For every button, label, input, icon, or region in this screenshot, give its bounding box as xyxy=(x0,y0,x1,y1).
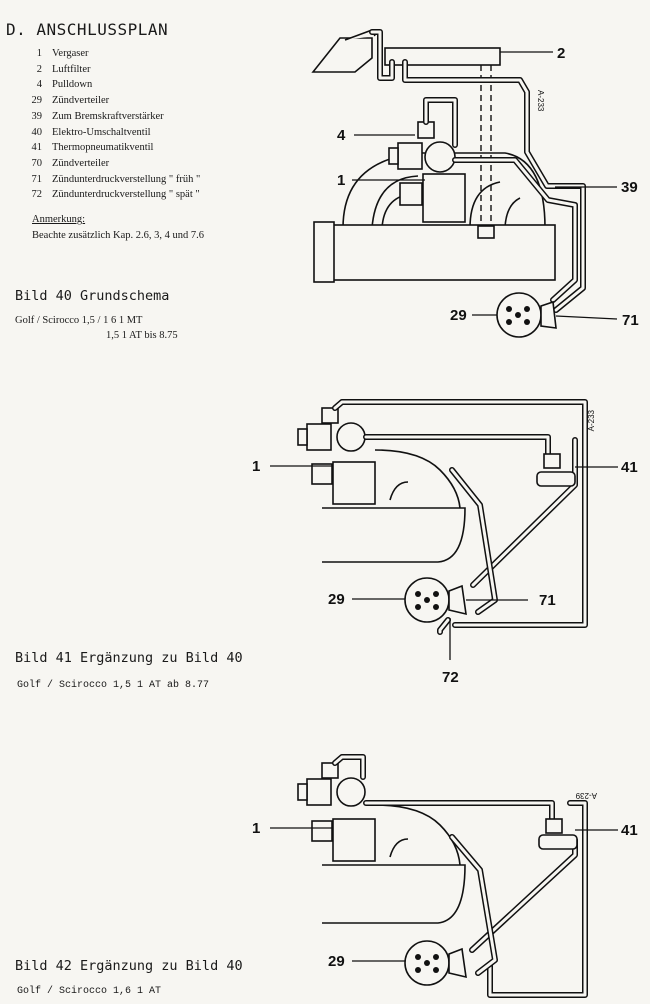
callout-39: 39 xyxy=(621,179,638,196)
legend-row: 70 Zündverteiler xyxy=(14,156,200,172)
legend-num: 71 xyxy=(31,173,43,185)
figure-caption: Bild 40 Grundschema xyxy=(15,288,170,304)
figure-caption: Bild 41 Ergänzung zu Bild 40 xyxy=(15,650,243,666)
legend-row: 41 Thermopneumatikventil xyxy=(14,140,200,156)
callout-1: 1 xyxy=(337,172,345,189)
legend-num: 39 xyxy=(31,110,43,122)
note-text: Beachte zusätzlich Kap. 2.6, 3, 4 und 7.… xyxy=(32,230,205,241)
legend-num: 4 xyxy=(36,79,42,91)
legend-text: Vergaser xyxy=(52,48,89,59)
legend-text: Zum Bremskraftverstärker xyxy=(52,110,164,122)
legend-row: 4 Pulldown xyxy=(14,77,200,93)
callout-71: 71 xyxy=(539,592,556,609)
figure-subtitle: Golf / Scirocco 1,6 1 AT xyxy=(17,986,162,997)
note: Anmerkung: Beachte zusätzlich Kap. 2.6, … xyxy=(32,212,204,244)
legend-text: Zündunterdruckverstellung " früh " xyxy=(52,173,201,185)
figure-subtitle: Golf / Scirocco 1,5 / 1 6 1 MT xyxy=(15,315,143,326)
callout-41: 41 xyxy=(621,822,638,839)
callout-72: 72 xyxy=(442,669,459,686)
figure-subtitle: 1,5 1 AT bis 8.75 xyxy=(106,330,178,341)
legend-text: Luftfilter xyxy=(52,63,91,75)
hose-tag: A-233 xyxy=(587,409,596,431)
legend-row: 1 Vergaser xyxy=(14,46,200,62)
legend-num: 41 xyxy=(31,142,43,154)
legend-num: 40 xyxy=(31,126,43,138)
diagram-bild-41: 1 41 29 71 72 A-233 xyxy=(252,399,638,686)
legend-row: 29 Zündverteiler xyxy=(14,93,200,109)
legend-row: 2 Luftfilter xyxy=(14,62,200,78)
diagram-bild-40: 2 4 1 39 29 71 A-233 xyxy=(311,29,639,338)
callout-29: 29 xyxy=(328,953,345,970)
legend-text: Pulldown xyxy=(52,79,93,91)
note-heading: Anmerkung: xyxy=(32,214,86,225)
figure-subtitle: Golf / Scirocco 1,5 1 AT ab 8.77 xyxy=(17,680,210,691)
legend-text: Zündunterdruckverstellung " spät " xyxy=(52,189,200,201)
legend-row: 40 Elektro-Umschaltventil xyxy=(14,125,200,141)
callout-29: 29 xyxy=(328,591,345,608)
legend-num: 2 xyxy=(36,63,42,75)
callout-29: 29 xyxy=(450,307,467,324)
figure-caption: Bild 42 Ergänzung zu Bild 40 xyxy=(15,958,243,974)
hose-tag: A-239 xyxy=(575,791,597,800)
section-title: D. ANSCHLUSSPLAN xyxy=(6,20,169,39)
legend-text: Zündverteiler xyxy=(52,95,110,107)
hose-tag: A-233 xyxy=(536,90,545,112)
legend-num: 70 xyxy=(31,157,43,169)
legend-row: 39 Zum Bremskraftverstärker xyxy=(14,109,200,125)
callout-1: 1 xyxy=(252,458,260,475)
legend-text: Zündverteiler xyxy=(52,157,110,169)
legend-num: 72 xyxy=(31,189,43,201)
callout-2: 2 xyxy=(557,45,565,62)
legend-row: 71 Zündunterdruckverstellung " früh " xyxy=(14,172,201,188)
callout-4: 4 xyxy=(337,127,346,144)
legend-num: 1 xyxy=(36,48,42,59)
legend-row: 72 Zündunterdruckverstellung " spät " xyxy=(14,187,200,203)
legend-num: 29 xyxy=(31,95,43,107)
legend-text: Thermopneumatikventil xyxy=(52,142,154,154)
callout-71: 71 xyxy=(622,312,639,329)
callout-1: 1 xyxy=(252,820,260,837)
legend-text: Elektro-Umschaltventil xyxy=(52,126,151,138)
diagram-bild-42: 1 41 29 A-239 xyxy=(252,754,638,998)
callout-41: 41 xyxy=(621,459,638,476)
